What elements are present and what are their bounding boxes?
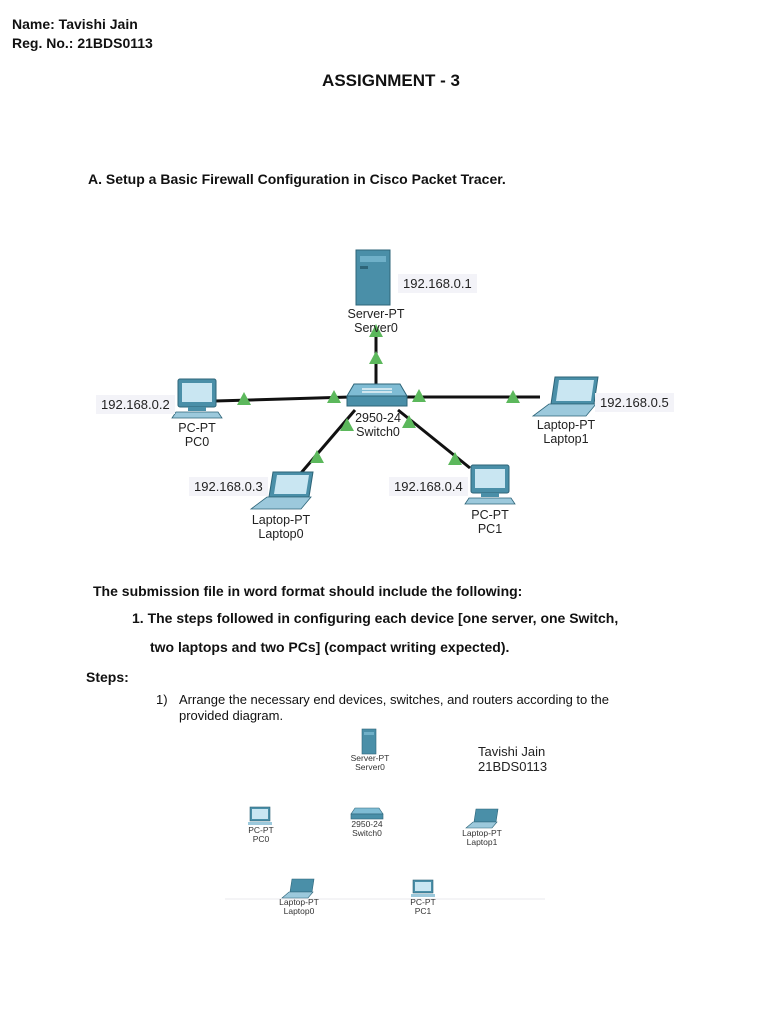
link-up-indicator <box>327 390 341 403</box>
link-up-indicator <box>310 450 324 463</box>
author-reg-overlay: 21BDS0113 <box>478 759 548 774</box>
laptop-icon <box>249 471 314 510</box>
small-switch-name: Switch0 <box>352 828 382 838</box>
link-up-indicator <box>506 390 520 403</box>
link-up-indicator <box>237 392 251 405</box>
pc-icon <box>464 464 516 505</box>
laptop1-ip-label: 192.168.0.5 <box>595 393 674 412</box>
step-1-text-continued: provided diagram. <box>179 708 284 723</box>
switch-icon <box>346 383 408 407</box>
small-pc-icon <box>411 879 435 897</box>
page-title: ASSIGNMENT - 3 <box>322 71 460 90</box>
author-name-overlay: Tavishi Jain <box>478 744 546 759</box>
link-up-indicator <box>340 418 354 431</box>
link-pc0-switch <box>214 395 351 403</box>
requirement-item-1: 1. The steps followed in configuring eac… <box>132 610 619 626</box>
pc0-name-label: PC0 <box>184 435 210 449</box>
small-pc0-name: PC0 <box>252 834 270 844</box>
laptop1-type-label: Laptop-PT <box>536 418 596 432</box>
switch-type-label: 2950-24 <box>355 411 401 425</box>
small-laptop-icon <box>281 878 315 899</box>
small-laptop-icon <box>465 808 499 829</box>
laptop-icon <box>531 376 599 417</box>
small-laptop1-type: Laptop-PT <box>462 828 502 838</box>
pc-icon <box>171 378 223 419</box>
pc0-ip-label: 192.168.0.2 <box>96 395 175 414</box>
server-type-label: Server-PT <box>347 307 405 321</box>
laptop0-type-label: Laptop-PT <box>251 513 311 527</box>
small-pc1-name: PC1 <box>414 906 432 916</box>
small-server-name: Server0 <box>355 762 385 772</box>
link-switch-laptop0 <box>293 409 357 481</box>
laptop1-name-label: Laptop1 <box>543 432 589 446</box>
pc0-type-label: PC-PT <box>178 421 216 435</box>
registration-number: Reg. No.: 21BDS0113 <box>12 35 153 51</box>
switch-name-label: Switch0 <box>356 425 400 439</box>
link-status-indicators <box>237 324 520 465</box>
small-pc1-type: PC-PT <box>410 897 436 907</box>
steps-heading: Steps: <box>86 669 129 685</box>
link-up-indicator <box>412 389 426 402</box>
pc1-type-label: PC-PT <box>471 508 509 522</box>
requirements-intro: The submission file in word format shoul… <box>93 583 523 599</box>
server-ip-label: 192.168.0.1 <box>398 274 477 293</box>
small-switch-type: 2950-24 <box>351 819 383 829</box>
server-name-label: Server0 <box>354 321 398 335</box>
laptop0-ip-label: 192.168.0.3 <box>189 477 268 496</box>
pc1-ip-label: 192.168.0.4 <box>389 477 468 496</box>
link-up-indicator <box>369 324 383 337</box>
link-up-indicator <box>448 452 462 465</box>
small-laptop0-type: Laptop-PT <box>279 897 319 907</box>
section-a-heading: A. Setup a Basic Firewall Configuration … <box>88 171 506 187</box>
link-up-indicator <box>369 351 383 364</box>
small-pc-icon <box>248 806 272 825</box>
laptop0-name-label: Laptop0 <box>258 527 304 541</box>
small-laptop0-name: Laptop0 <box>283 906 315 916</box>
pc1-name-label: PC1 <box>477 522 503 536</box>
link-up-indicator <box>402 415 416 428</box>
step-1-number: 1) <box>156 692 168 707</box>
small-pc0-type: PC-PT <box>248 825 274 835</box>
server-icon <box>355 249 391 306</box>
small-switch-icon <box>350 807 384 820</box>
requirement-item-1-continued: two laptops and two PCs] (compact writin… <box>150 639 510 655</box>
student-name: Name: Tavishi Jain <box>12 16 138 32</box>
small-laptop1-name: Laptop1 <box>466 837 498 847</box>
small-server-icon <box>361 728 377 755</box>
small-server-type: Server-PT <box>350 753 390 763</box>
step-1-text: Arrange the necessary end devices, switc… <box>179 692 609 707</box>
